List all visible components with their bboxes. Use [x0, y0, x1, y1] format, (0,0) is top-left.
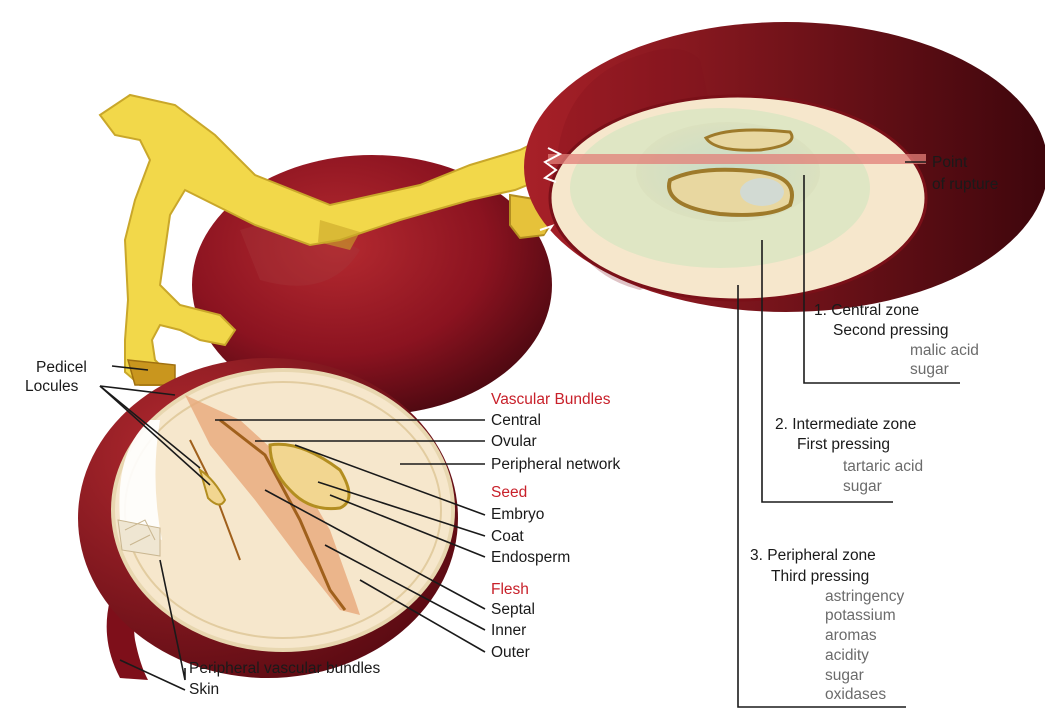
- label-central: Central: [491, 412, 541, 429]
- zone-2-title: 2. Intermediate zone: [775, 416, 916, 433]
- zone-2-component: sugar: [843, 478, 882, 495]
- label-peripheral-network: Peripheral network: [491, 456, 620, 473]
- label-rupture-line1: Point: [932, 154, 968, 171]
- rupture-band: [548, 154, 926, 164]
- heading-vascular-bundles: Vascular Bundles: [491, 391, 611, 408]
- label-locules: Locules: [25, 378, 79, 395]
- zone-1-pressing: Second pressing: [833, 322, 948, 339]
- label-peripheral-vascular-bundles: Peripheral vascular bundles: [189, 660, 381, 677]
- label-rupture-line2: of rupture: [932, 176, 998, 193]
- zone-1-title: 1. Central zone: [814, 302, 919, 319]
- zone-3-component: astringency: [825, 588, 905, 605]
- label-embryo: Embryo: [491, 506, 544, 523]
- label-inner: Inner: [491, 622, 526, 639]
- zone-3-component: acidity: [825, 647, 869, 664]
- label-endosperm: Endosperm: [491, 549, 570, 566]
- zone-3-component: sugar: [825, 667, 864, 684]
- zone-1-component: malic acid: [910, 342, 979, 359]
- zone-3-title: 3. Peripheral zone: [750, 547, 876, 564]
- heading-seed: Seed: [491, 484, 527, 501]
- heading-flesh: Flesh: [491, 581, 529, 598]
- zone-3-component: potassium: [825, 607, 896, 624]
- label-pedicel: Pedicel: [36, 359, 87, 376]
- label-coat: Coat: [491, 528, 524, 545]
- zone-3-pressing: Third pressing: [771, 568, 869, 585]
- label-septal: Septal: [491, 601, 535, 618]
- zone-3-component: oxidases: [825, 686, 886, 703]
- zone-1-component: sugar: [910, 361, 949, 378]
- label-ovular: Ovular: [491, 433, 537, 450]
- zone-3-component: aromas: [825, 627, 877, 644]
- label-outer: Outer: [491, 644, 530, 661]
- zone-2-pressing: First pressing: [797, 436, 890, 453]
- label-skin: Skin: [189, 681, 219, 698]
- cut-grape-left: [78, 358, 458, 680]
- zone-2-component: tartaric acid: [843, 458, 923, 475]
